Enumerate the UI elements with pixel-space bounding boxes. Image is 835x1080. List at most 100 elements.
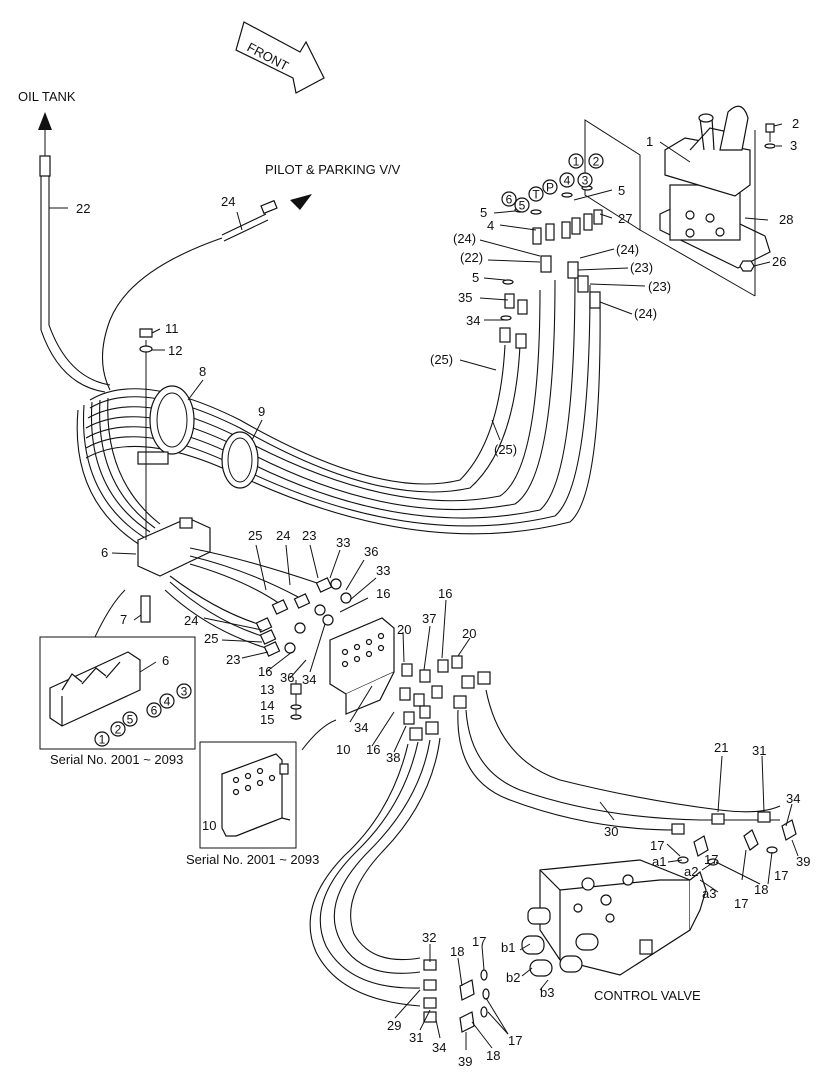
inset-bracket-box: Serial No. 2001 ~ 2093	[186, 719, 337, 867]
callout: 33	[376, 563, 390, 578]
callout: 17	[704, 852, 718, 867]
callout: 8	[199, 364, 206, 379]
callout: (23)	[630, 260, 653, 275]
circled-port-markers: 6 5 T P 4 3 1 2	[501, 153, 604, 213]
callout: 34	[466, 313, 480, 328]
callout: 22	[76, 201, 90, 216]
callout: 10	[336, 742, 350, 757]
callout: a1	[652, 854, 666, 869]
callout: 38	[386, 750, 400, 765]
callout: 17	[472, 934, 486, 949]
ring-clamp-9	[221, 431, 259, 489]
callout-labels: 1 2 3 5 27 5 4 (24) (24) (22) (23) (23) …	[76, 116, 810, 1069]
callout: 24	[276, 528, 290, 543]
port-1: 1	[573, 155, 580, 169]
callout: 35	[458, 290, 472, 305]
callout: b3	[540, 985, 554, 1000]
callout: (25)	[430, 352, 453, 367]
callout: a2	[684, 864, 698, 879]
valve-side-fittings	[399, 655, 491, 741]
hose-bracket-10	[290, 617, 395, 720]
callout: 18	[450, 944, 464, 959]
pilot-lever-assembly	[584, 105, 776, 297]
control-valve-label: CONTROL VALVE	[594, 988, 701, 1003]
callout: 25	[204, 631, 218, 646]
pilot-port-fittings	[499, 185, 603, 349]
callout: 17	[774, 868, 788, 883]
callout: 16	[258, 664, 272, 679]
callout: 31	[752, 743, 766, 758]
callout: (24)	[634, 306, 657, 321]
callout: 34	[302, 672, 316, 687]
port-2: 2	[593, 155, 600, 169]
callout: 32	[422, 930, 436, 945]
callout: 34	[786, 791, 800, 806]
port-4: 4	[564, 174, 571, 188]
oil-tank-line: OIL TANK	[18, 89, 111, 393]
port-t: T	[532, 188, 540, 202]
inset-clamp-box: Serial No. 2001 ~ 2093	[39, 589, 196, 767]
callout: 36	[280, 670, 294, 685]
callout: 17	[650, 838, 664, 853]
callout: 21	[714, 740, 728, 755]
callout: 15	[260, 712, 274, 727]
pilot-parking-label: PILOT & PARKING V/V	[265, 162, 401, 177]
callout: 11	[165, 321, 179, 336]
callout: 16	[366, 742, 380, 757]
callout: 6	[101, 545, 108, 560]
callout: 37	[422, 611, 436, 626]
port-3: 3	[582, 174, 589, 188]
inset-circle-2: 2	[115, 723, 122, 737]
callout: 18	[754, 882, 768, 897]
callout: 30	[604, 824, 618, 839]
callout: 9	[258, 404, 265, 419]
callout: 31	[409, 1030, 423, 1045]
callout: 2	[792, 116, 799, 131]
inset-bracket-serial: Serial No. 2001 ~ 2093	[186, 852, 319, 867]
callout: 5	[480, 205, 487, 220]
inset-circle-3: 3	[181, 685, 188, 699]
callout: 26	[772, 254, 786, 269]
inset-circle-1: 1	[99, 733, 106, 747]
callout: (24)	[453, 231, 476, 246]
callout: b1	[501, 940, 515, 955]
front-arrow: FRONT	[235, 21, 325, 94]
callout: 16	[376, 586, 390, 601]
callout: 25	[248, 528, 262, 543]
callout: 12	[168, 343, 182, 358]
callout: 34	[354, 720, 368, 735]
callout: (25)	[494, 442, 517, 457]
callout: (22)	[460, 250, 483, 265]
callout: 20	[462, 626, 476, 641]
control-valve-hoses	[309, 689, 797, 1033]
inset-circle-4: 4	[164, 695, 171, 709]
callout: a3	[702, 886, 716, 901]
callout: 29	[387, 1018, 401, 1033]
callout: 10	[202, 818, 216, 833]
callout: 39	[796, 854, 810, 869]
callout: 23	[226, 652, 240, 667]
callout: 24	[184, 613, 198, 628]
callout: 7	[120, 612, 127, 627]
port-5: 5	[519, 199, 526, 213]
callout: 33	[336, 535, 350, 550]
inset-circle-6: 6	[151, 704, 158, 718]
callout: b2	[506, 970, 520, 985]
callout: 3	[790, 138, 797, 153]
callout: 6	[162, 653, 169, 668]
callout: (23)	[648, 279, 671, 294]
callout: 18	[486, 1048, 500, 1063]
callout: 17	[734, 896, 748, 911]
callout: 34	[432, 1040, 446, 1055]
pilot-parking-line: PILOT & PARKING V/V	[102, 162, 401, 391]
callout: 20	[397, 622, 411, 637]
callout: 39	[458, 1054, 472, 1069]
callout: 17	[508, 1033, 522, 1048]
port-6: 6	[506, 193, 513, 207]
callout: 23	[302, 528, 316, 543]
port-p: P	[546, 181, 554, 195]
callout: 16	[438, 586, 452, 601]
control-valve-body	[521, 859, 707, 977]
callout: 14	[260, 698, 274, 713]
callout: 4	[487, 218, 494, 233]
